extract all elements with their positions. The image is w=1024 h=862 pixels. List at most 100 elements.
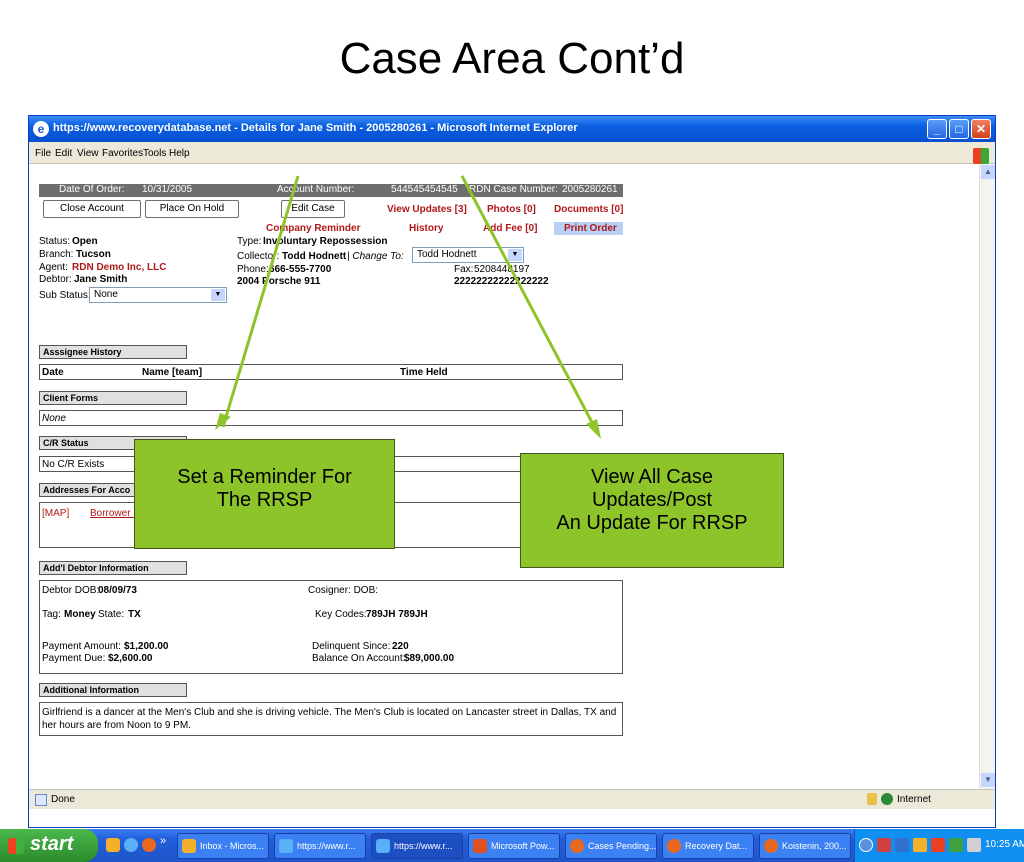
user-icon[interactable]: [949, 838, 963, 852]
status-value: Open: [72, 236, 98, 247]
photos-link[interactable]: Photos [0]: [487, 204, 536, 215]
print-order-link[interactable]: Print Order: [564, 223, 617, 234]
close-account-button[interactable]: Close Account: [43, 200, 141, 218]
clock[interactable]: 10:25 AM: [985, 839, 1024, 850]
add-fee-link[interactable]: Add Fee [0]: [483, 223, 538, 234]
documents-link[interactable]: Documents [0]: [554, 204, 624, 215]
menu-view[interactable]: View: [77, 148, 99, 159]
chevron-down-icon: ▼: [508, 249, 522, 261]
minimize-button[interactable]: _: [927, 119, 947, 139]
col-time-held: Time Held: [400, 367, 448, 378]
sub-status-select[interactable]: None ▼: [89, 287, 227, 303]
title-bar[interactable]: e https://www.recoverydatabase.net - Det…: [29, 116, 995, 142]
company-reminder-link[interactable]: Company Reminder: [266, 223, 361, 234]
additional-info-line-1: Girlfriend is a dancer at the Men's Club…: [42, 707, 617, 718]
debtor-info-box: Debtor DOB: 08/09/73 Cosigner: DOB: Tag:…: [39, 580, 623, 674]
client-forms-header: Client Forms: [39, 391, 187, 405]
task-powerpoint[interactable]: Microsoft Pow...: [468, 833, 560, 859]
taskbar: start » Inbox - Micros... https://www.r.…: [0, 829, 1024, 862]
ie-icon: [376, 839, 390, 853]
task-inbox[interactable]: Inbox - Micros...: [177, 833, 269, 859]
dob-label: Debtor DOB:: [42, 585, 100, 596]
computer-icon[interactable]: [967, 838, 981, 852]
payment-amount-value: $1,200.00: [124, 641, 169, 652]
sub-status-label: Sub Status:: [39, 290, 91, 301]
change-to-value: Todd Hodnett: [417, 249, 477, 260]
phone-label: Phone:: [237, 264, 269, 275]
state-value: TX: [128, 609, 141, 620]
rdn-case-number: 2005280261: [562, 184, 618, 195]
outlook-tray-icon[interactable]: [913, 838, 927, 852]
client-forms-box: None: [39, 410, 623, 426]
type-value: Involuntary Repossession: [263, 236, 388, 247]
history-link[interactable]: History: [409, 223, 444, 234]
rdn-case-label: RDN Case Number:: [469, 184, 558, 195]
firefox-icon: [667, 839, 681, 853]
additional-info-header: Additional Information: [39, 683, 187, 697]
menu-help[interactable]: Help: [169, 148, 190, 159]
reminder-callout: Set a Reminder For The RRSP: [134, 439, 395, 549]
map-link[interactable]: [MAP]: [42, 508, 70, 519]
security-icon[interactable]: [895, 838, 909, 852]
close-button[interactable]: ✕: [971, 119, 991, 139]
tray-collapse-icon[interactable]: [859, 838, 873, 852]
scroll-down-icon[interactable]: ▼: [981, 773, 995, 787]
menu-edit[interactable]: Edit: [55, 148, 73, 159]
vertical-scrollbar[interactable]: ▲ ▼: [979, 164, 995, 789]
firefox-quicklaunch-icon[interactable]: [142, 838, 156, 852]
scroll-up-icon[interactable]: ▲: [981, 165, 995, 179]
tag-value: Money: [64, 609, 96, 620]
branch-value: Tucson: [76, 249, 111, 260]
vehicle-value: 2004 Porsche 911: [237, 276, 321, 287]
reminder-arrow-head: [215, 413, 231, 430]
edit-case-button[interactable]: Edit Case: [281, 200, 345, 218]
outlook-icon: [182, 839, 196, 853]
quicklaunch-expand-icon[interactable]: »: [160, 835, 167, 847]
view-updates-link[interactable]: View Updates [3]: [387, 204, 467, 215]
updates-callout: View All Case Updates/Post An Update For…: [520, 453, 784, 568]
branch-label: Branch:: [39, 249, 74, 260]
start-label: start: [30, 833, 74, 855]
task-cases-pending[interactable]: Cases Pending...: [565, 833, 657, 859]
agent-value[interactable]: RDN Demo Inc, LLC: [72, 262, 167, 273]
security-zone: Internet: [897, 794, 931, 805]
ie-icon: [279, 839, 293, 853]
assignee-history-box: Date Name [team] Time Held: [39, 364, 623, 380]
powerpoint-icon: [473, 839, 487, 853]
col-name: Name [team]: [142, 367, 203, 378]
task-koistenin[interactable]: Koistenin, 200...: [759, 833, 851, 859]
task-browser-2[interactable]: https://www.r...: [371, 833, 463, 859]
internet-explorer-icon: e: [33, 121, 49, 137]
task-recovery-database[interactable]: Recovery Dat...: [662, 833, 754, 859]
start-button[interactable]: start: [0, 829, 98, 862]
firefox-icon: [764, 839, 778, 853]
maximize-button[interactable]: □: [949, 119, 969, 139]
outlook-quicklaunch-icon[interactable]: [106, 838, 120, 852]
reminder-callout-line-1: Set a Reminder For: [177, 466, 352, 488]
payment-due-value: $2,600.00: [108, 653, 153, 664]
menu-tools[interactable]: Tools: [143, 148, 167, 159]
network-icon[interactable]: [877, 838, 891, 852]
state-label: State:: [98, 609, 125, 620]
task-browser-1[interactable]: https://www.r...: [274, 833, 366, 859]
change-to-label: | Change To:: [347, 251, 404, 262]
menu-file[interactable]: File: [35, 148, 52, 159]
debtor-info-header: Add'l Debtor Information: [39, 561, 187, 575]
window-title: https://www.recoverydatabase.net - Detai…: [53, 122, 578, 134]
debtor-value: Jane Smith: [74, 274, 128, 285]
ie-quicklaunch-icon[interactable]: [124, 838, 138, 852]
reminder-arrow: [221, 175, 300, 428]
antivirus-icon[interactable]: [931, 838, 945, 852]
lock-icon: [867, 793, 877, 805]
change-collector-select[interactable]: Todd Hodnett ▼: [412, 247, 524, 263]
updates-arrow: [460, 175, 598, 431]
menu-bar: File Edit View Favorites Tools Help: [29, 142, 995, 164]
updates-arrow-head: [586, 419, 601, 439]
date-of-order-label: Date Of Order:: [59, 184, 125, 195]
slide-title: Case Area Cont’d: [339, 34, 685, 83]
menu-favorites[interactable]: Favorites: [102, 148, 144, 159]
system-tray: 10:25 AM: [854, 829, 1024, 862]
borrower-link[interactable]: Borrower -: [90, 508, 137, 519]
col-date: Date: [42, 367, 64, 378]
place-on-hold-button[interactable]: Place On Hold: [145, 200, 239, 218]
